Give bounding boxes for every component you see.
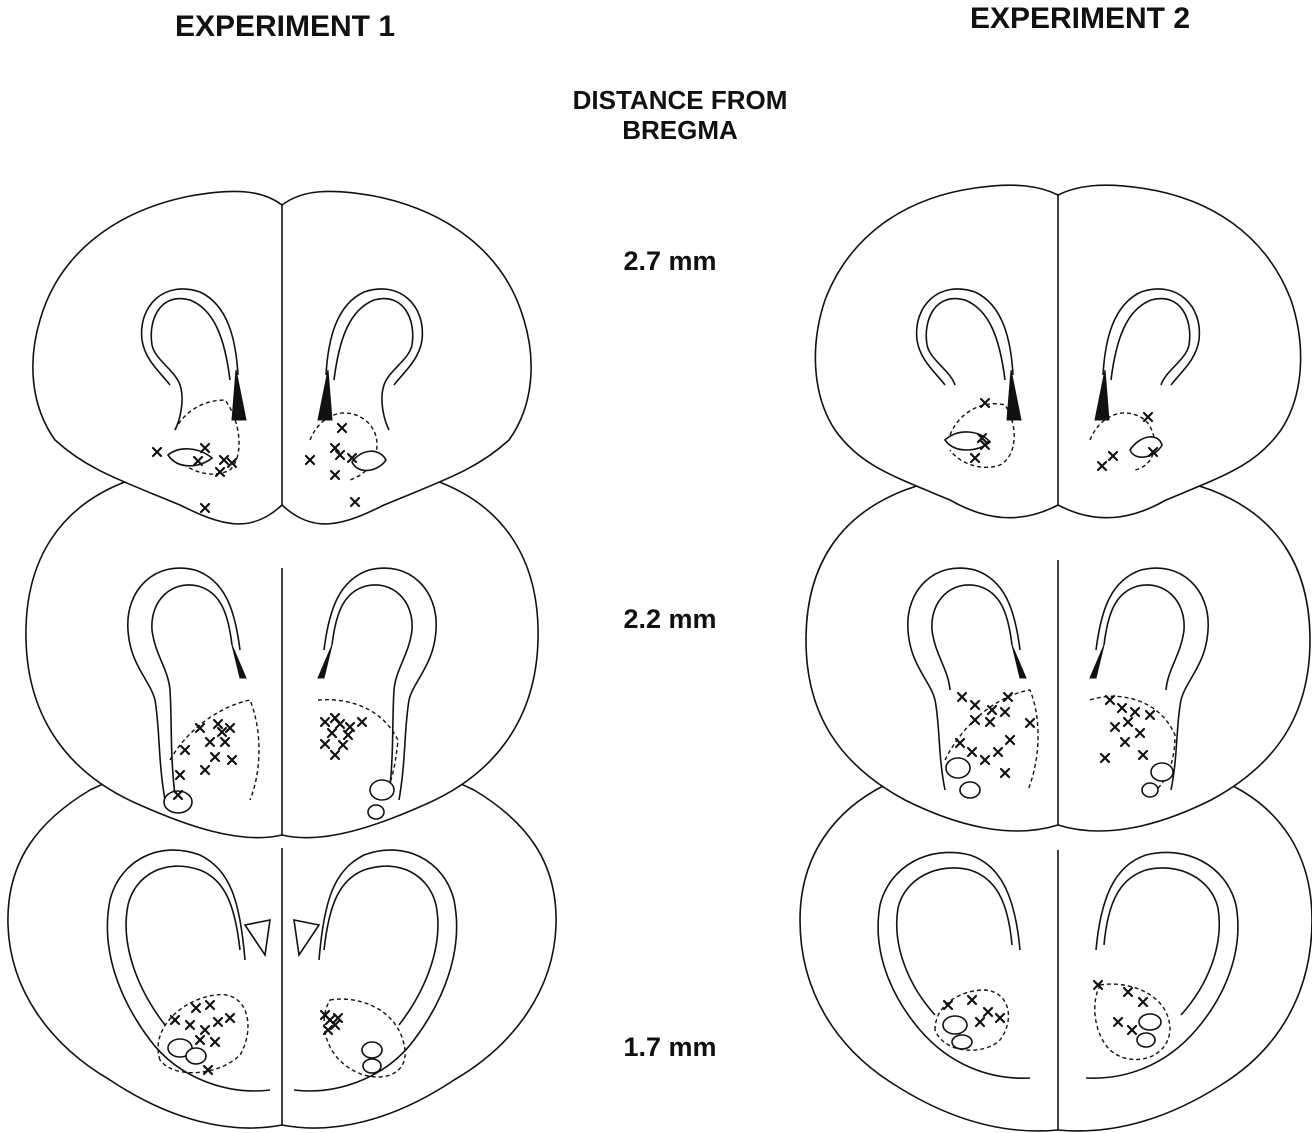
level-label-2-7mm: 2.7 mm: [590, 246, 750, 277]
distance-title-line-1: DISTANCE FROM: [520, 85, 840, 115]
distance-title-line-2: BREGMA: [520, 115, 840, 145]
exp1-section-2-2mm: [26, 470, 538, 838]
exp1-section-2-7mm: [33, 191, 531, 524]
experiment-1-sections: [8, 191, 556, 1128]
exp2-section-2-2mm: [806, 475, 1310, 831]
level-label-2-2mm: 2.2 mm: [590, 604, 750, 635]
experiment-1-title: EXPERIMENT 1: [145, 10, 425, 44]
experiment-2-title: EXPERIMENT 2: [935, 2, 1225, 36]
distance-from-bregma-title: DISTANCE FROM BREGMA: [520, 85, 840, 145]
experiment-2-sections: [800, 185, 1312, 1131]
level-label-1-7mm: 1.7 mm: [590, 1032, 750, 1063]
exp2-section-2-7mm: [815, 185, 1300, 518]
